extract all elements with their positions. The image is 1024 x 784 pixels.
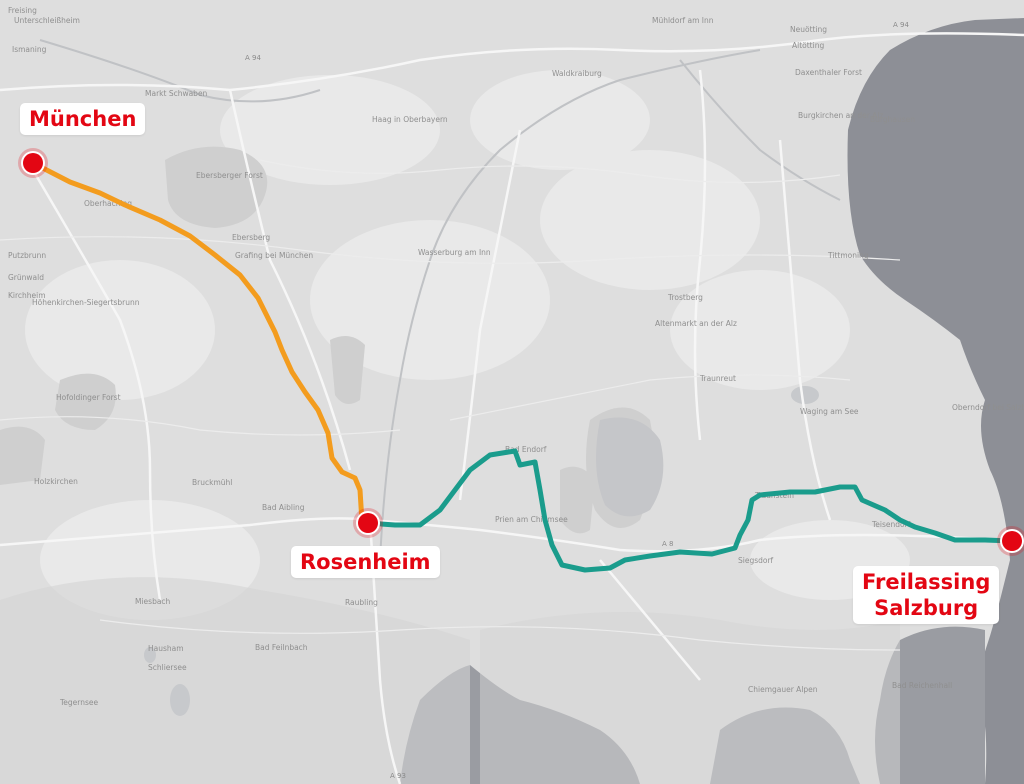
- place-label: Bruckmühl: [192, 478, 232, 487]
- place-label: Waging am See: [800, 407, 859, 416]
- place-label: Bad Endorf: [505, 445, 547, 454]
- alps-region-east: [875, 626, 985, 784]
- place-label: Oberndorf bei Salzburg: [952, 403, 1024, 412]
- place-label: Ismaning: [12, 45, 47, 54]
- place-label: Holzkirchen: [34, 477, 78, 486]
- hill-shading: [0, 577, 900, 784]
- place-label: Oberhaching: [84, 199, 132, 208]
- place-label: Bad Reichenhall: [892, 681, 952, 690]
- place-label: Schliersee: [148, 663, 187, 672]
- route-muenchen-rosenheim[interactable]: [30, 160, 365, 525]
- road-labels: A 94 A 8 A 93 A 94: [245, 21, 909, 780]
- place-label: Hausham: [148, 644, 184, 653]
- place-label: Bad Feilnbach: [255, 643, 308, 652]
- place-label: Grünwald: [8, 273, 44, 282]
- place-label: Grafing bei München: [235, 251, 313, 260]
- city-name: München: [29, 107, 137, 131]
- place-label: Mühldorf am Inn: [652, 16, 714, 25]
- land-texture: [25, 70, 910, 620]
- place-labels: Freising Unterschleißheim Ismaning Markt…: [8, 6, 1024, 707]
- lakes: [144, 386, 819, 716]
- place-label: Siegsdorf: [738, 556, 774, 565]
- place-label: Hofoldinger Forst: [56, 393, 121, 402]
- minor-roads: [0, 159, 901, 651]
- place-label: Höhenkirchen-Siegertsbrunn: [32, 298, 140, 307]
- place-label: Markt Schwaben: [145, 89, 208, 98]
- place-label: Unterschleißheim: [14, 16, 80, 25]
- place-label: Putzbrunn: [8, 251, 46, 260]
- rosenheim-marker[interactable]: [353, 508, 383, 538]
- road-label: A 8: [662, 540, 673, 548]
- city-name: Salzburg: [874, 596, 979, 620]
- place-label: Wasserburg am Inn: [418, 248, 491, 257]
- road-label: A 94: [245, 54, 261, 62]
- city-name: Rosenheim: [300, 550, 431, 574]
- city-label-muenchen[interactable]: München: [20, 103, 146, 135]
- place-label: Teisendorf: [871, 520, 911, 529]
- place-label: Neuötting: [790, 25, 827, 34]
- place-label: Prien am Chiemsee: [495, 515, 568, 524]
- place-label: Haag in Oberbayern: [372, 115, 448, 124]
- place-label: Bad Aibling: [262, 503, 305, 512]
- road-label: A 94: [893, 21, 909, 29]
- place-label: Kirchheim: [8, 291, 46, 300]
- road-label: A 93: [390, 772, 406, 780]
- place-label: Burghausen: [870, 115, 915, 124]
- muenchen-marker[interactable]: [18, 148, 48, 178]
- place-label: Freising: [8, 6, 37, 15]
- place-label: Burgkirchen an der Alz: [798, 111, 883, 120]
- place-label: Daxenthaler Forst: [795, 68, 862, 77]
- place-label: Trostberg: [667, 293, 703, 302]
- place-label: Ebersberger Forst: [196, 171, 263, 180]
- place-label: Altenmarkt an der Alz: [655, 319, 737, 328]
- route-rosenheim-salzburg[interactable]: [365, 448, 1015, 573]
- place-label: Chiemgauer Alpen: [748, 685, 818, 694]
- place-label: Waldkraiburg: [552, 69, 602, 78]
- austria-region: [847, 18, 1024, 784]
- place-label: Traunreut: [699, 374, 736, 383]
- place-label: Tittmoning: [827, 251, 869, 260]
- place-label: Raubling: [345, 598, 378, 607]
- place-label: Altötting: [792, 41, 824, 50]
- city-label-freilassing-salzburg[interactable]: Freilassing Salzburg: [853, 566, 1000, 624]
- place-label: Ebersberg: [232, 233, 270, 242]
- place-label: Tegernsee: [59, 698, 99, 707]
- salzburg-marker[interactable]: [997, 526, 1024, 556]
- city-label-rosenheim[interactable]: Rosenheim: [291, 546, 440, 578]
- place-label: Miesbach: [135, 597, 171, 606]
- city-name: Freilassing: [862, 570, 991, 594]
